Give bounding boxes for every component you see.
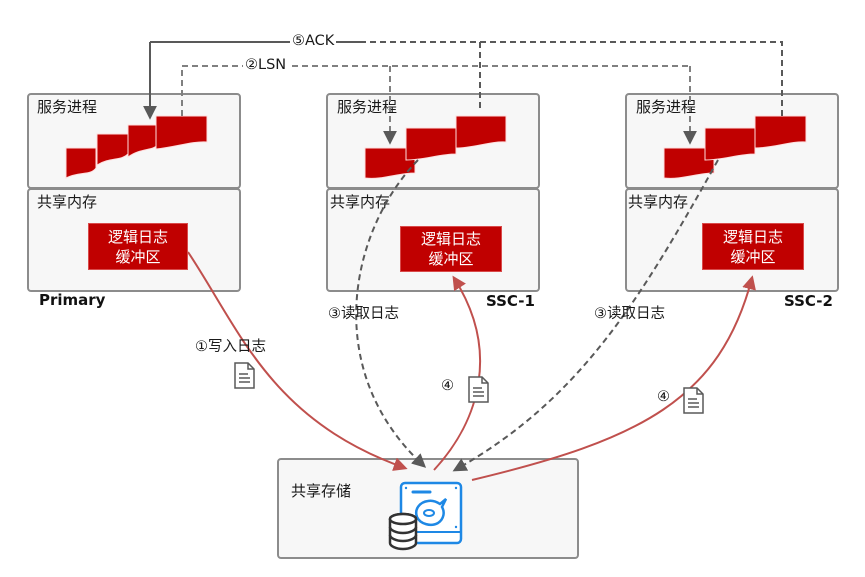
write-log-arrow bbox=[187, 251, 408, 471]
primary-log-buffer: 逻辑日志 缓冲区 bbox=[88, 223, 188, 270]
ssc2-node-name: SSC-2 bbox=[784, 292, 833, 310]
primary-process-label: 服务进程 bbox=[37, 98, 98, 116]
buffer-line2: 缓冲区 bbox=[730, 247, 776, 266]
ssc1-process-pages-icon bbox=[364, 115, 507, 179]
ssc1-step4-label: ④ bbox=[441, 378, 454, 394]
shared-storage-label: 共享存储 bbox=[291, 482, 352, 500]
buffer-line2: 缓冲区 bbox=[428, 250, 474, 268]
ack-connector bbox=[143, 41, 783, 120]
ack-label: ⑤ACK bbox=[290, 33, 337, 49]
lsn-connector bbox=[181, 65, 697, 145]
buffer-line1: 逻辑日志 bbox=[107, 227, 168, 246]
lsn-label: ②LSN bbox=[243, 57, 289, 73]
ssc2-log-buffer: 逻辑日志 缓冲区 bbox=[702, 223, 804, 270]
ssc1-replay-document-icon bbox=[468, 376, 489, 403]
buffer-line1: 逻辑日志 bbox=[420, 230, 481, 248]
ssc1-read-log-arrow bbox=[355, 159, 427, 468]
ssc1-read-log-label: ③读取日志 bbox=[328, 306, 399, 322]
ssc2-process-pages-icon bbox=[663, 115, 807, 179]
ssc2-process-label: 服务进程 bbox=[636, 98, 697, 116]
write-log-document-icon bbox=[234, 362, 255, 389]
ssc1-log-buffer: 逻辑日志 缓冲区 bbox=[400, 226, 502, 272]
ssc2-step4-label: ④ bbox=[657, 389, 670, 405]
database-icon bbox=[388, 512, 418, 551]
write-log-label: ①写入日志 bbox=[195, 339, 266, 355]
ssc1-replay-arrow bbox=[433, 275, 482, 471]
ssc1-node-name: SSC-1 bbox=[486, 292, 535, 310]
primary-node-name: Primary bbox=[39, 291, 106, 309]
ssc2-replay-arrow bbox=[471, 275, 756, 481]
ssc1-memory-label: 共享内存 bbox=[330, 193, 391, 211]
ssc2-read-log-arrow bbox=[452, 159, 719, 472]
ssc2-replay-document-icon bbox=[683, 387, 704, 414]
buffer-line1: 逻辑日志 bbox=[722, 227, 783, 246]
buffer-line2: 缓冲区 bbox=[115, 247, 161, 266]
ssc2-memory-label: 共享内存 bbox=[628, 193, 689, 211]
ssc2-read-log-label: ③读取日志 bbox=[594, 306, 665, 322]
ssc1-process-label: 服务进程 bbox=[337, 98, 398, 116]
primary-memory-label: 共享内存 bbox=[37, 193, 98, 211]
primary-process-pages-icon bbox=[65, 115, 208, 179]
